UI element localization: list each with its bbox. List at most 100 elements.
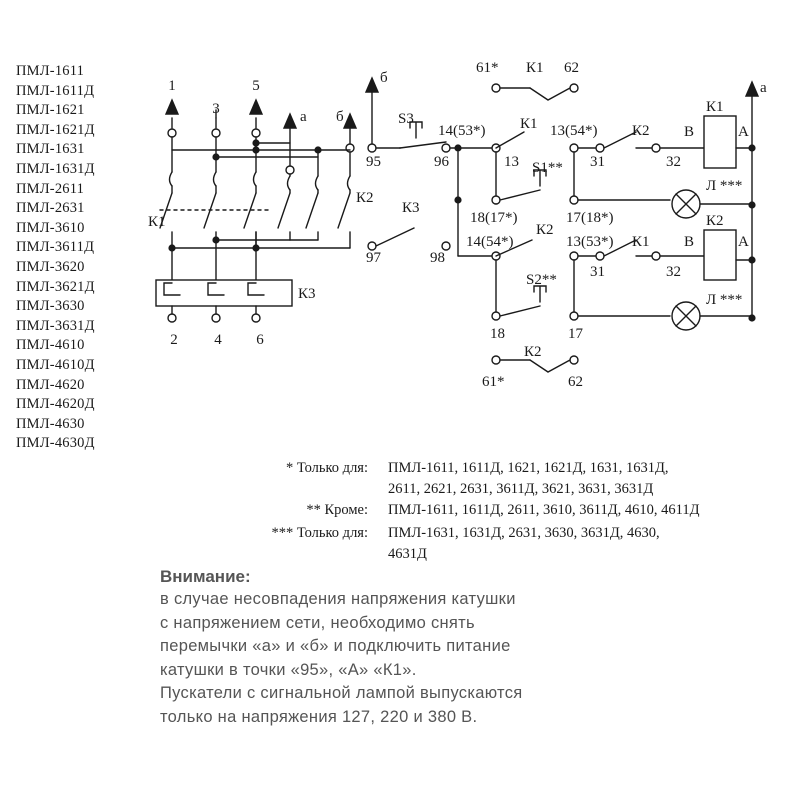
note-1-line-1: ПМЛ-1611, 1611Д, 1621, 1621Д, 1631, 1631…: [388, 460, 669, 476]
terminal: [441, 143, 451, 153]
model-item: ПМЛ-4610Д: [16, 356, 95, 373]
terminal: [651, 251, 661, 261]
k2-aux-contact: [603, 131, 637, 149]
warning-line-6: только на напряжения 127, 220 и 380 В.: [160, 707, 478, 726]
k2-switch-blade: [305, 192, 319, 229]
node-label: 32: [666, 154, 681, 170]
k2-power-label: К2: [356, 190, 374, 206]
terminal: [167, 128, 177, 138]
coil-k1: [703, 115, 737, 169]
terminal: [251, 313, 261, 323]
note-3-line-1: ПМЛ-1631, 1631Д, 2631, 3630, 3631Д, 4630…: [388, 525, 660, 541]
terminal-label: 3: [212, 101, 220, 117]
model-item: ПМЛ-3631Д: [16, 317, 95, 334]
model-item: ПМЛ-1621Д: [16, 121, 95, 138]
s3-label: S3: [398, 111, 414, 127]
node-label: 13(53*): [566, 234, 614, 250]
coil-label: К1: [706, 99, 724, 115]
coil-k2: [703, 229, 737, 281]
node-label: 61*: [476, 60, 499, 76]
model-item: ПМЛ-3620: [16, 258, 85, 275]
junction-dot: [168, 244, 176, 252]
model-item: ПМЛ-2611: [16, 180, 85, 197]
junction-dot: [252, 146, 260, 154]
warning-line-4: катушки в точки «95», «А» «К1».: [160, 660, 417, 679]
terminal: [595, 143, 605, 153]
terminal: [367, 143, 377, 153]
model-item: ПМЛ-4630: [16, 415, 85, 432]
thermal-element: [207, 282, 225, 296]
model-item: ПМЛ-3621Д: [16, 278, 95, 295]
note-1-label: * Только для:: [285, 460, 368, 476]
contact-label: К2: [524, 344, 542, 360]
warning-block: Внимание: в случае несовпадения напряжен…: [160, 566, 780, 729]
model-item: ПМЛ-4610: [16, 337, 85, 354]
s1-start-button: [499, 189, 541, 201]
terminal: [345, 143, 355, 153]
arrow-icon: [342, 112, 358, 129]
pushbutton-icon: [533, 169, 547, 187]
k1-nc-aux-contact: [529, 87, 571, 101]
note-2-label: ** Кроме:: [306, 502, 368, 518]
thermal-element: [247, 282, 265, 296]
terminal: [211, 313, 221, 323]
terminal: [491, 83, 501, 93]
coil-terminal-label: А: [738, 234, 749, 250]
k2-switch-blade: [337, 192, 351, 229]
supply-label: а: [760, 80, 767, 96]
contact-label: К3: [402, 200, 420, 216]
terminal: [211, 128, 221, 138]
note-2-line-1: ПМЛ-1611, 1611Д, 2611, 3610, 3611Д, 4610…: [388, 502, 700, 518]
terminal: [569, 311, 579, 321]
node-label: 14(53*): [438, 123, 486, 139]
node-label: 98: [430, 250, 445, 266]
terminal: [569, 251, 579, 261]
k1-aux-contact-2: [603, 239, 637, 257]
model-item: ПМЛ-4630Д: [16, 435, 95, 452]
terminal-label: 1: [168, 78, 176, 94]
warning-line-1: в случае несовпадения напряжения катушки: [160, 590, 516, 608]
node-label: 18: [490, 326, 505, 342]
wire: [314, 175, 319, 191]
terminal: [595, 251, 605, 261]
model-item: ПМЛ-1611Д: [16, 82, 95, 99]
lamp-label: Л ***: [706, 292, 742, 308]
arrow-icon: [364, 76, 380, 93]
arrow-icon: [164, 98, 180, 115]
pushbutton-icon: [533, 285, 547, 303]
terminal: [491, 355, 501, 365]
k3-relay-block: [155, 279, 293, 307]
node-label: 62: [564, 60, 579, 76]
junction-dot: [748, 144, 756, 152]
model-item: ПМЛ-4620: [16, 376, 85, 393]
wire: [346, 175, 351, 191]
k3-aux-contact: [375, 227, 415, 247]
node-label: 95: [366, 154, 381, 170]
junction-dot: [212, 153, 220, 161]
warning-line-5: Пускатели с сигнальной лампой выпускаютс…: [160, 684, 523, 702]
node-label: 97: [366, 250, 382, 266]
arrow-icon: [744, 80, 760, 97]
coil-terminal-label: В: [684, 124, 694, 140]
model-item: ПМЛ-2631: [16, 200, 85, 217]
contact-label: К2: [632, 123, 650, 139]
model-item: ПМЛ-3630: [16, 298, 85, 315]
terminal: [251, 128, 261, 138]
fuse-hook: [252, 171, 257, 187]
node-label: 32: [666, 264, 681, 280]
model-item: ПМЛ-1631: [16, 141, 85, 158]
model-item: ПМЛ-1631Д: [16, 160, 95, 177]
note-3-line-2: 4631Д: [388, 546, 427, 562]
terminal-label: а: [300, 109, 307, 125]
contact-label: К1: [632, 234, 650, 250]
terminal-label: 4: [214, 332, 222, 348]
wire: [286, 175, 291, 191]
model-item: ПМЛ-1621: [16, 102, 85, 119]
node-label: 13(54*): [550, 123, 598, 139]
junction-dot: [252, 139, 260, 147]
model-item: ПМЛ-4620Д: [16, 396, 95, 413]
node-label: 31: [590, 264, 605, 280]
terminal: [569, 83, 579, 93]
s2-label: S2**: [526, 272, 557, 288]
junction-dot: [748, 201, 756, 209]
